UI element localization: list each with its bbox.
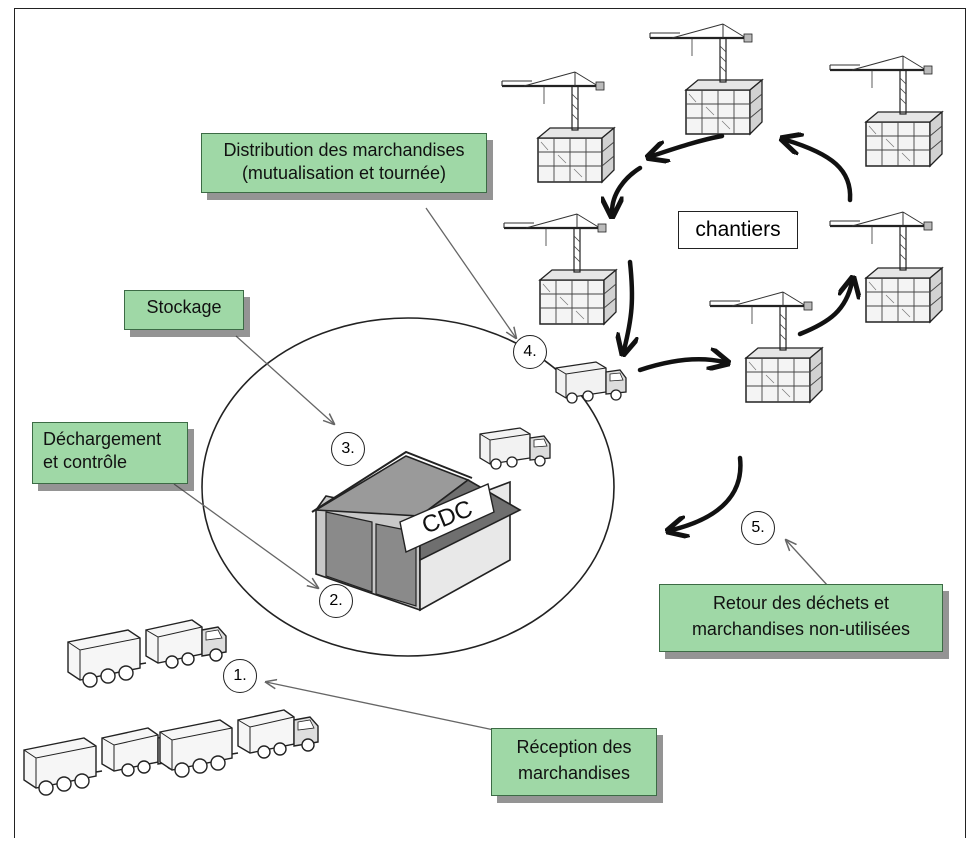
step-label-5: Retour des déchets et marchandises non-u… <box>659 584 943 652</box>
pointer-arrows <box>173 207 829 731</box>
step-label-2: Déchargement et contrôle <box>32 422 188 484</box>
step-number-3: 3. <box>331 432 365 466</box>
construction-site-crane-icon <box>828 210 944 324</box>
warehouse-icon: CDC <box>311 450 522 612</box>
truck-convoy-icon <box>67 619 227 688</box>
flow-arrow-icon <box>612 136 852 530</box>
construction-site-crane-icon <box>648 22 764 136</box>
step-number-2: 2. <box>319 584 353 618</box>
truck-icon <box>479 427 551 470</box>
truck-convoy-icon <box>23 727 183 796</box>
truck-icon <box>555 361 627 404</box>
step-number-5: 5. <box>741 511 775 545</box>
sites-label: chantiers <box>678 211 798 249</box>
cdc-perimeter-ellipse <box>201 317 615 657</box>
construction-site-crane-icon <box>708 290 824 404</box>
construction-site-crane-icon <box>502 212 618 326</box>
truck-convoy-icon <box>159 709 319 778</box>
construction-site-crane-icon <box>828 54 944 168</box>
step-label-3: Stockage <box>124 290 244 330</box>
step-label-1: Réception des marchandises <box>491 728 657 796</box>
step-number-4: 4. <box>513 335 547 369</box>
diagram-frame <box>14 8 966 838</box>
construction-site-crane-icon <box>500 70 616 184</box>
step-number-1: 1. <box>223 659 257 693</box>
step-label-4: Distribution des marchandises (mutualisa… <box>201 133 487 193</box>
